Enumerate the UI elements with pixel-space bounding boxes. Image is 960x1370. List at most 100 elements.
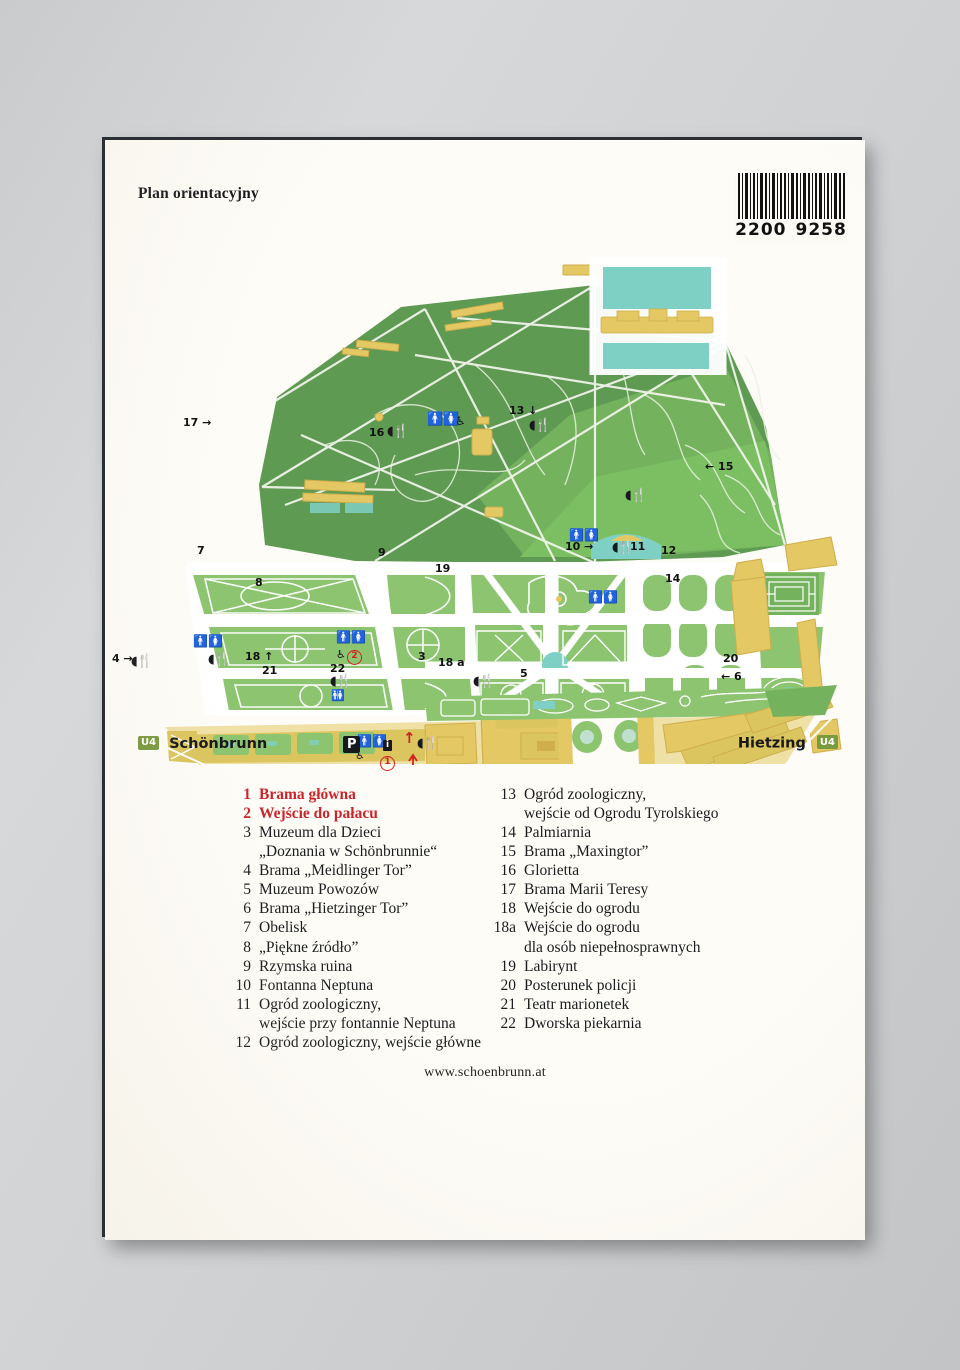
map-marker-15[interactable]: ← 15 <box>705 460 734 473</box>
page-title: Plan orientacyjny <box>138 185 259 202</box>
legend-num: 18 <box>500 900 517 918</box>
map-marker-9[interactable]: 9 <box>378 546 386 559</box>
legend-text: Obelisk <box>259 919 308 937</box>
legend-num: 9 <box>243 957 251 975</box>
legend-item-12[interactable]: 12 Ogród zoologiczny, wejście główne <box>225 1033 485 1052</box>
legend-text: Teatr marionetek <box>524 995 630 1013</box>
map-marker-19[interactable]: 19 <box>435 562 451 575</box>
legend-text: Wejście do ogrodu <box>524 900 640 918</box>
legend-text: Brama „Meidlinger Tor” <box>259 862 412 880</box>
legend-column-left: 1 Brama główna 2 Wejście do pałacu 3 Muz… <box>225 785 485 1052</box>
wheelchair-icon-palace: ♿ <box>336 648 346 661</box>
legend-text: Glorietta <box>524 862 580 880</box>
map-marker-11[interactable]: 11 <box>630 540 646 553</box>
map-marker-7[interactable]: 7 <box>197 544 205 557</box>
restaurant-icon-east: ◖🍴 <box>625 488 647 503</box>
legend-column-right: 13 Ogród zoologiczny, wejście od Ogrodu … <box>490 785 780 1033</box>
toilets-icon-labyrinth: 🚹🚺 <box>588 590 618 604</box>
legend-num: 19 <box>500 957 517 975</box>
legend-item-17[interactable]: 17 Brama Marii Teresy <box>490 880 780 899</box>
legend-item-13-cont: wejście od Ogrodu Tyrolskiego <box>524 805 719 823</box>
legend-item-22[interactable]: 22 Dworska piekarnia <box>490 1014 780 1033</box>
restaurant-icon-zoo-north: ◖🍴 <box>529 418 551 433</box>
neptune-fountain <box>591 534 661 559</box>
map-marker-5[interactable]: 5 <box>520 667 528 680</box>
legend-item-8[interactable]: 8 „Piękne źródło” <box>225 938 485 957</box>
restaurant-icon-neptune: ◖🍴 <box>612 540 634 555</box>
legend-text: Posterunek policji <box>524 976 637 994</box>
map-marker-18[interactable]: 18 ↑ <box>245 650 274 663</box>
legend-num: 21 <box>500 995 517 1013</box>
legend-num: 15 <box>500 843 517 861</box>
map-marker-2[interactable]: 2 <box>347 649 362 665</box>
map-graphic <box>160 257 842 765</box>
legend-item-19[interactable]: 19 Labirynt <box>490 957 780 976</box>
legend-num: 2 <box>243 805 251 823</box>
legend-num: 8 <box>243 938 251 956</box>
restaurant-icon-carriage: ◖🍴 <box>473 674 495 689</box>
map-marker-12[interactable]: 12 <box>661 544 677 557</box>
legend-item-2[interactable]: 2 Wejście do pałacu <box>225 804 485 823</box>
legend-num: 4 <box>243 862 251 880</box>
u4-badge-right: U4 <box>816 735 838 749</box>
entrance-arrow-up-icon: ↑ <box>403 729 416 747</box>
map-marker-18a[interactable]: 18 a <box>438 656 465 669</box>
map-marker-16[interactable]: 16 <box>369 426 385 439</box>
legend-item-18[interactable]: 18 Wejście do ogrodu <box>490 899 780 918</box>
toilets-icon-gloriette: 🚹🚺 <box>427 412 460 427</box>
legend-item-18a[interactable]: 18a Wejście do ogrodu <box>490 918 780 937</box>
barcode-number: 2200 9258 <box>735 219 847 240</box>
legend-item-15[interactable]: 15 Brama „Maxingtor” <box>490 842 780 861</box>
legend-item-7[interactable]: 7 Obelisk <box>225 918 485 937</box>
palm-house <box>730 558 772 656</box>
legend-num: 16 <box>500 862 517 880</box>
restaurant-icon-meidlinger: ◖🍴 <box>131 654 153 669</box>
gloriette-terrace <box>589 257 727 375</box>
orientation-map[interactable]: 17 → 16 13 ↓ ← 15 7 9 8 10 → 11 19 12 14… <box>112 245 845 771</box>
legend-text: Brama główna <box>259 786 356 803</box>
legend-item-3[interactable]: 3 Muzeum dla Dzieci <box>225 823 485 842</box>
map-marker-6[interactable]: ← 6 <box>721 670 742 683</box>
map-marker-22[interactable]: 22 <box>330 662 346 675</box>
legend-text: Ogród zoologiczny, <box>524 786 647 803</box>
map-marker-8[interactable]: 8 <box>255 576 263 589</box>
info-icon: i <box>383 737 393 751</box>
legend-text: Rzymska ruina <box>259 957 353 975</box>
legend-item-20[interactable]: 20 Posterunek policji <box>490 976 780 995</box>
legend-item-1[interactable]: 1 Brama główna <box>225 785 485 804</box>
legend-item-5[interactable]: 5 Muzeum Powozów <box>225 880 485 899</box>
legend-text: Ogród zoologiczny, wejście główne <box>259 1033 481 1051</box>
labyrinth <box>759 573 819 615</box>
legend-item-4[interactable]: 4 Brama „Meidlinger Tor” <box>225 861 485 880</box>
legend-item-9[interactable]: 9 Rzymska ruina <box>225 957 485 976</box>
map-marker-14[interactable]: 14 <box>665 572 681 585</box>
station-label-hietzing-wrap: Hietzing U4 <box>738 735 838 752</box>
toilets-icon-bakery: 🚻 <box>331 689 345 702</box>
restaurant-icon-forecourt: ◖🍴 <box>417 736 439 751</box>
map-marker-17[interactable]: 17 → <box>183 416 212 429</box>
legend-num: 5 <box>243 881 251 899</box>
map-marker-21[interactable]: 21 <box>262 664 278 677</box>
wheelchair-icon-forecourt: ♿ <box>355 749 365 762</box>
barcode-left-digits: 2200 <box>735 220 787 240</box>
legend-num: 12 <box>235 1033 252 1051</box>
legend-item-13[interactable]: 13 Ogród zoologiczny, <box>490 785 780 804</box>
legend-item-6[interactable]: 6 Brama „Hietzinger Tor” <box>225 899 485 918</box>
legend-num: 3 <box>243 824 251 842</box>
map-marker-20[interactable]: 20 <box>723 652 739 665</box>
map-marker-4[interactable]: 4 → <box>112 652 133 665</box>
map-marker-10[interactable]: 10 → <box>565 540 594 553</box>
legend-text: Wejście do ogrodu <box>524 919 640 937</box>
legend-num: 1 <box>243 786 251 803</box>
map-marker-1[interactable]: 1 <box>380 755 395 771</box>
map-marker-3[interactable]: 3 <box>418 650 426 663</box>
legend-item-14[interactable]: 14 Palmiarnia <box>490 823 780 842</box>
legend-item-10[interactable]: 10 Fontanna Neptuna <box>225 976 485 995</box>
website-url[interactable]: www.schoenbrunn.at <box>424 1065 546 1080</box>
legend-item-21[interactable]: 21 Teatr marionetek <box>490 995 780 1014</box>
wheelchair-icon-gloriette: ♿ <box>455 414 466 428</box>
map-marker-13[interactable]: 13 ↓ <box>509 404 538 417</box>
legend-text: Palmiarnia <box>524 824 592 842</box>
legend-item-16[interactable]: 16 Glorietta <box>490 861 780 880</box>
legend-item-11[interactable]: 11 Ogród zoologiczny, <box>225 995 485 1014</box>
